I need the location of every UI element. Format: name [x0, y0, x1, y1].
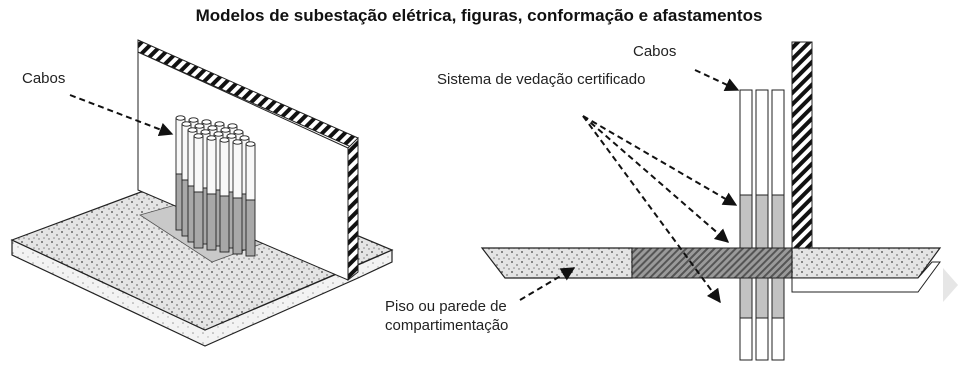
floor-right-edge — [791, 261, 941, 293]
arrow-seal-lower — [582, 115, 721, 304]
cable-section — [755, 89, 769, 361]
cable — [187, 127, 198, 243]
arrow-floor — [519, 267, 576, 301]
floor-wall-label-line1: Piso ou parede de — [385, 298, 507, 315]
arrow-cabos-left — [69, 94, 174, 137]
floor-wall-label: Piso ou parede de compartimentação — [385, 297, 508, 335]
floor-left — [480, 247, 633, 279]
arrow-cabos-right — [694, 69, 740, 92]
left-cable-bundle — [175, 115, 256, 257]
arrow-seal-middle — [582, 115, 730, 243]
cables-label-left: Cabos — [22, 70, 66, 87]
arrow-seal-upper — [582, 115, 738, 206]
callout-arrows — [69, 69, 740, 304]
cable — [206, 135, 217, 251]
cable — [232, 139, 243, 255]
wall-side-edge — [347, 136, 359, 282]
cable — [219, 137, 230, 253]
right-figure-section — [480, 41, 942, 293]
cable — [193, 133, 204, 249]
cable-section — [771, 89, 785, 361]
sealing-system-label: Sistema de vedação certificado — [437, 71, 646, 88]
floor-seal-zone — [631, 247, 793, 279]
right-cable-group — [739, 89, 785, 361]
floor-wall-label-line2: compartimentação — [385, 317, 509, 334]
next-chevron-icon — [943, 268, 958, 302]
cables-label-right: Cabos — [633, 43, 677, 60]
cable — [245, 141, 256, 257]
vertical-wall — [791, 41, 813, 249]
floor-right — [791, 247, 942, 279]
diagram-title: Modelos de subestação elétrica, figuras,… — [195, 6, 763, 25]
cable-section — [739, 89, 753, 361]
